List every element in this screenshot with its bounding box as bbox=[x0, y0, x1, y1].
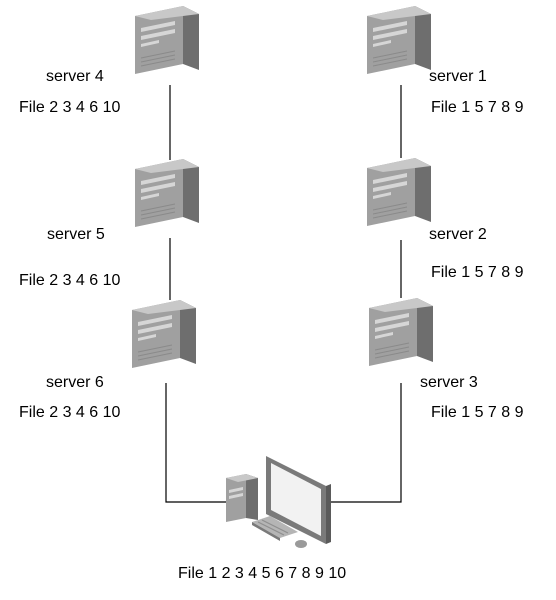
server-tower-icon bbox=[368, 297, 434, 367]
client-files-label: File 1 2 3 4 5 6 7 8 9 10 bbox=[178, 565, 347, 582]
link-server6-client bbox=[165, 383, 232, 503]
desktop-computer-icon bbox=[226, 456, 331, 548]
server-tower-icon bbox=[366, 157, 432, 227]
server-tower-icon bbox=[131, 299, 197, 369]
server-tower-icon bbox=[134, 158, 200, 228]
server-2-files-label: File 1 5 7 8 9 bbox=[431, 264, 524, 281]
connection-lines bbox=[165, 85, 402, 503]
server-tower-icon bbox=[134, 5, 200, 75]
server-1-label: server 1 bbox=[429, 68, 487, 85]
link-server3-client bbox=[322, 383, 402, 503]
server-4-label: server 4 bbox=[46, 68, 104, 85]
server-4-files-label: File 2 3 4 6 10 bbox=[19, 99, 121, 116]
server-1-files-label: File 1 5 7 8 9 bbox=[431, 99, 524, 116]
server-2-label: server 2 bbox=[429, 226, 487, 243]
server-5-label: server 5 bbox=[47, 226, 105, 243]
server-3-files-label: File 1 5 7 8 9 bbox=[431, 404, 524, 421]
server-6-files-label: File 2 3 4 6 10 bbox=[19, 404, 121, 421]
server-3-label: server 3 bbox=[420, 374, 478, 391]
server-5-files-label: File 2 3 4 6 10 bbox=[19, 272, 121, 289]
server-6-label: server 6 bbox=[46, 374, 104, 391]
server-tower-icon bbox=[366, 5, 432, 75]
